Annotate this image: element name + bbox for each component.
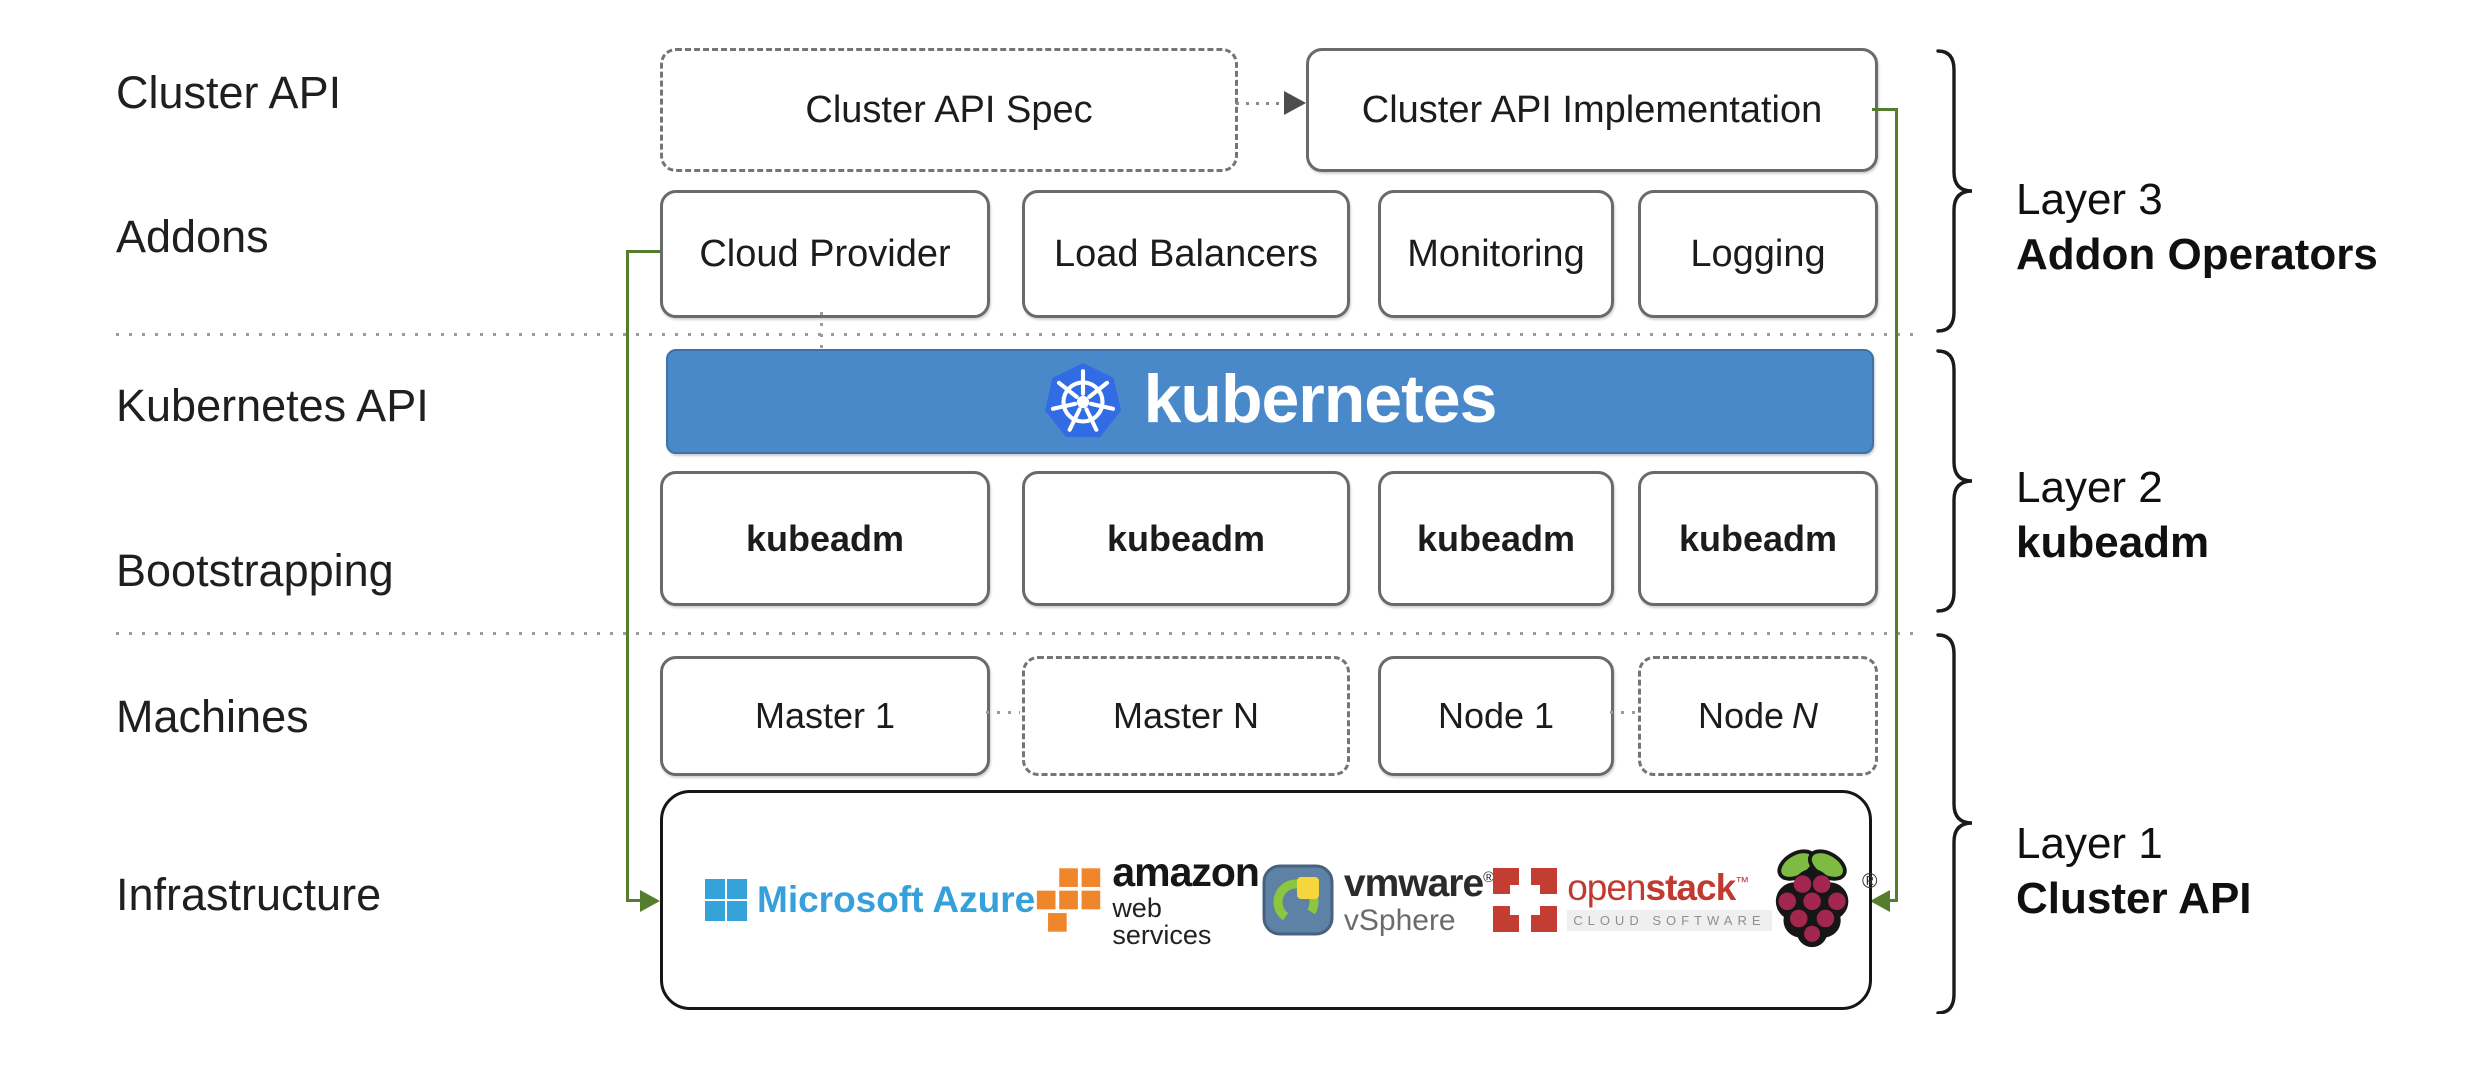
cloud-provider-connector-bottom [626,899,644,902]
layer-1-title: Layer 1 [2016,819,2163,868]
layer-1-label: Layer 1 Cluster API [2016,816,2252,926]
logging-box: Logging [1638,190,1878,318]
cluster-api-implementation-box: Cluster API Implementation [1306,48,1878,172]
kubernetes-logo-icon [1044,362,1121,437]
layer-1-subtitle: Cluster API [2016,874,2252,923]
master-1-box: Master 1 [660,656,990,776]
row-label-kubernetes-api: Kubernetes API [116,380,429,431]
row-label-bootstrapping: Bootstrapping [116,545,394,596]
vmware-vsphere-logo: vmware® vSphere [1262,862,1494,937]
openstack-stack-label: stack [1645,867,1737,908]
layer-2-title: Layer 2 [2016,463,2163,512]
layer-1-brace [1936,633,1973,1014]
cloud-provider-connector-vertical [626,250,629,902]
vsphere-label: vSphere [1343,904,1456,937]
aws-amazon-label: amazon [1112,848,1260,895]
raspberry-pi-icon [1775,849,1848,948]
openstack-logo: openstack™ CLOUD SOFTWARE [1493,867,1772,932]
openstack-icon [1493,868,1558,932]
layer-2-subtitle: kubeadm [2016,518,2210,567]
cloud-provider-box: Cloud Provider [660,190,990,318]
row-label-addons: Addons [116,211,269,262]
layer-2-label: Layer 2 kubeadm [2016,460,2209,570]
kubernetes-banner: kubernetes [666,349,1874,454]
node-n-box: Node N [1638,656,1878,776]
kubeadm-box: kubeadm [1638,471,1878,606]
node-n-italic-suffix: N [1792,695,1819,736]
infrastructure-box: Microsoft Azure amazon web services [660,790,1878,1010]
layer-2-brace [1936,349,1973,613]
raspberry-pi-reg-mark: ® [1862,870,1878,893]
openstack-open-label: open [1567,867,1646,908]
node-n-label: Node [1697,695,1785,736]
implementation-connector-bottom [1888,899,1898,902]
kubeadm-box: kubeadm [1378,471,1614,606]
aws-icon [1037,868,1101,932]
vmware-vsphere-icon [1262,864,1334,936]
layer-3-subtitle: Addon Operators [2016,230,2378,279]
microsoft-azure-icon [705,879,747,921]
spec-to-implementation-arrowhead-icon [1284,91,1306,115]
layer-3-label: Layer 3 Addon Operators [2016,172,2378,282]
row-label-machines: Machines [116,691,309,742]
master-n-box: Master N [1022,656,1350,776]
azure-label: Microsoft Azure [757,879,1036,920]
load-balancers-box: Load Balancers [1022,190,1350,318]
spec-to-implementation-arrow [1236,102,1284,105]
implementation-to-infrastructure-connector [1872,108,1898,111]
row-label-infrastructure: Infrastructure [116,869,382,920]
node-1-box: Node 1 [1378,656,1614,776]
separator-dotted-top [116,333,1916,336]
cloud-provider-to-infrastructure-connector [626,250,660,253]
raspberry-pi-logo: ® [1772,844,1878,956]
openstack-subtitle: CLOUD SOFTWARE [1567,910,1772,931]
kubeadm-box: kubeadm [1022,471,1350,606]
row-label-cluster-api: Cluster API [116,67,342,118]
microsoft-azure-logo: Microsoft Azure [705,879,1035,921]
vmware-label: vmware [1343,862,1484,905]
kubernetes-wordmark: kubernetes [1143,360,1498,437]
vmware-reg-mark: ® [1483,869,1494,886]
cloud-provider-to-kubernetes-connector [820,312,823,349]
layer-3-title: Layer 3 [2016,175,2163,224]
cluster-api-spec-box: Cluster API Spec [660,48,1238,172]
aws-logo: amazon web services [1035,848,1262,950]
implementation-connector-vertical [1895,108,1898,902]
infrastructure-right-arrowhead-icon [1870,890,1890,912]
separator-dotted-bottom [116,632,1916,635]
openstack-tm-mark: ™ [1735,873,1749,890]
monitoring-box: Monitoring [1378,190,1614,318]
master-connector-dots [986,711,1020,714]
kubeadm-box: kubeadm [660,471,990,606]
node-connector-dots [1610,711,1636,714]
infrastructure-left-arrowhead-icon [640,890,660,912]
aws-webservices-label: web services [1112,892,1212,950]
layer-3-brace [1936,49,1973,333]
